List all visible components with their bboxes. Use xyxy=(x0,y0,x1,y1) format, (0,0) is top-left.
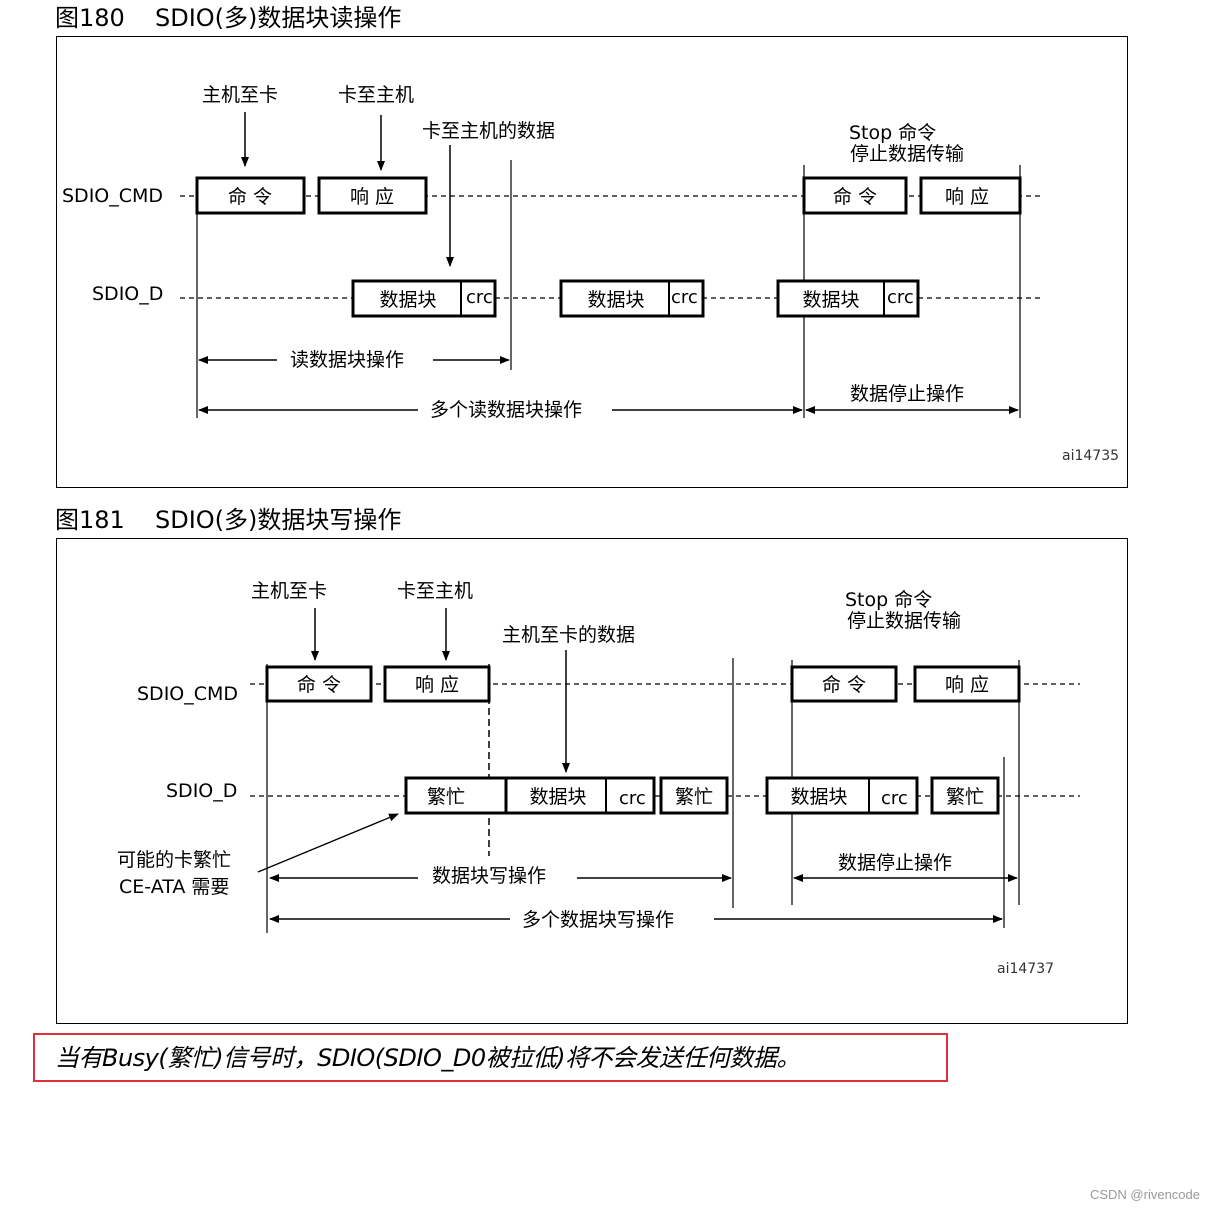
f2-busy-box-1-label: 繁忙 xyxy=(427,786,465,808)
f2-stop-cmd-line2: 停止数据传输 xyxy=(847,610,961,632)
f2-cmd-box-1: 命 令 xyxy=(265,665,373,703)
f2-resp-box-2: 响 应 xyxy=(913,665,1021,703)
f1-ref-id: ai14735 xyxy=(1062,448,1119,464)
f1-cmd-box-2-label: 命 令 xyxy=(833,186,877,208)
f1-data-block-3-label: 数据块 xyxy=(802,289,859,311)
f1-signal-cmd-label: SDIO_CMD xyxy=(62,185,163,207)
busy-note-highlight: 当有Busy(繁忙)信号时，SDIO(SDIO_D0被拉低)将不会发送任何数据。 xyxy=(33,1033,948,1082)
f1-card-to-host-data-label: 卡至主机的数据 xyxy=(422,120,555,142)
f2-write-op-label: 数据块写操作 xyxy=(432,865,546,887)
f2-signal-d-label: SDIO_D xyxy=(166,780,237,802)
f2-busy-box-3-label: 繁忙 xyxy=(946,786,984,808)
f1-cmd-box-1-label: 命 令 xyxy=(228,186,272,208)
figure-180-caption: 图180 SDIO(多)数据块读操作 xyxy=(55,0,401,33)
f2-ref-id: ai14737 xyxy=(997,961,1054,977)
f1-signal-d-label: SDIO_D xyxy=(92,283,163,305)
f1-multi-read-label: 多个读数据块操作 xyxy=(430,399,582,421)
figure-180-number: 图180 xyxy=(55,4,125,32)
f2-card-to-host-label: 卡至主机 xyxy=(397,580,473,602)
f2-cmd-box-2-label: 命 令 xyxy=(822,674,866,696)
f1-read-op-label: 读数据块操作 xyxy=(290,349,404,371)
figure-181-number: 图181 xyxy=(55,506,125,534)
f1-cmd-box-1: 命 令 xyxy=(195,176,306,215)
f1-resp-box-2-label: 响 应 xyxy=(945,186,989,208)
f2-host-to-card-label: 主机至卡 xyxy=(251,580,327,602)
figure-180-title: SDIO(多)数据块读操作 xyxy=(155,4,402,32)
f1-host-to-card-label: 主机至卡 xyxy=(202,84,278,106)
figure-180-diagram: SDIO_CMD SDIO_D 主机至卡 卡至主机 卡至主机的数据 Stop 命… xyxy=(62,84,1119,464)
f2-cmd-box-2: 命 令 xyxy=(790,665,898,703)
f2-cmd-box-1-label: 命 令 xyxy=(297,674,341,696)
f2-data-block-2: 数据块 crc xyxy=(765,776,919,815)
f1-data-block-1: 数据块 crc xyxy=(351,279,497,318)
f1-crc-2: crc xyxy=(671,287,698,308)
f1-data-stop-label: 数据停止操作 xyxy=(850,383,964,405)
f1-cmd-box-2: 命 令 xyxy=(802,176,908,215)
f2-stop-cmd-line1: Stop 命令 xyxy=(845,589,932,611)
f2-busy-box-2: 繁忙 xyxy=(659,776,729,815)
f2-busy-note-line2: CE-ATA 需要 xyxy=(119,876,229,898)
watermark: CSDN @rivencode xyxy=(1089,1187,1200,1202)
f2-resp-box-2-label: 响 应 xyxy=(945,674,989,696)
f2-busy-note-line1: 可能的卡繁忙 xyxy=(117,849,231,871)
f1-card-to-host-label: 卡至主机 xyxy=(338,84,414,106)
f1-crc-3: crc xyxy=(887,287,914,308)
figure-181-caption: 图181 SDIO(多)数据块写操作 xyxy=(55,500,401,535)
f1-data-block-2: 数据块 crc xyxy=(559,279,705,318)
f2-data-block-1-label: 数据块 xyxy=(529,786,586,808)
f2-busy-box-1: 繁忙 xyxy=(404,776,508,815)
f1-resp-box-2: 响 应 xyxy=(919,176,1022,215)
figure-181-diagram: SDIO_CMD SDIO_D 主机至卡 卡至主机 主机至卡的数据 Stop 命… xyxy=(117,580,1080,977)
f1-data-block-2-label: 数据块 xyxy=(587,289,644,311)
f2-crc-1: crc xyxy=(619,788,646,809)
f2-busy-box-2-label: 繁忙 xyxy=(675,786,713,808)
f1-crc-1: crc xyxy=(466,287,493,308)
f2-data-stop-label: 数据停止操作 xyxy=(838,852,952,874)
f1-data-block-1-label: 数据块 xyxy=(379,289,436,311)
f1-stop-cmd-line1: Stop 命令 xyxy=(849,122,936,144)
f1-data-block-3: 数据块 crc xyxy=(776,279,920,318)
f2-host-to-card-data-label: 主机至卡的数据 xyxy=(502,624,635,646)
busy-note-text: 当有Busy(繁忙)信号时，SDIO(SDIO_D0被拉低)将不会发送任何数据。 xyxy=(55,1044,800,1072)
f2-multi-write-label: 多个数据块写操作 xyxy=(522,909,674,931)
f2-resp-box-1-label: 响 应 xyxy=(415,674,459,696)
figure-181-title: SDIO(多)数据块写操作 xyxy=(155,506,402,534)
f2-data-block-1: 数据块 crc xyxy=(504,776,656,815)
f2-crc-2: crc xyxy=(881,788,908,809)
f1-stop-cmd-line2: 停止数据传输 xyxy=(850,143,964,165)
f2-signal-cmd-label: SDIO_CMD xyxy=(137,683,238,705)
f1-resp-box-1-label: 响 应 xyxy=(350,186,394,208)
f2-data-block-2-label: 数据块 xyxy=(790,786,847,808)
f2-busy-box-3: 繁忙 xyxy=(930,776,1000,815)
f2-resp-box-1: 响 应 xyxy=(383,665,491,703)
f1-resp-box-1: 响 应 xyxy=(317,176,428,215)
f2-busy-note-arrow xyxy=(257,813,399,873)
